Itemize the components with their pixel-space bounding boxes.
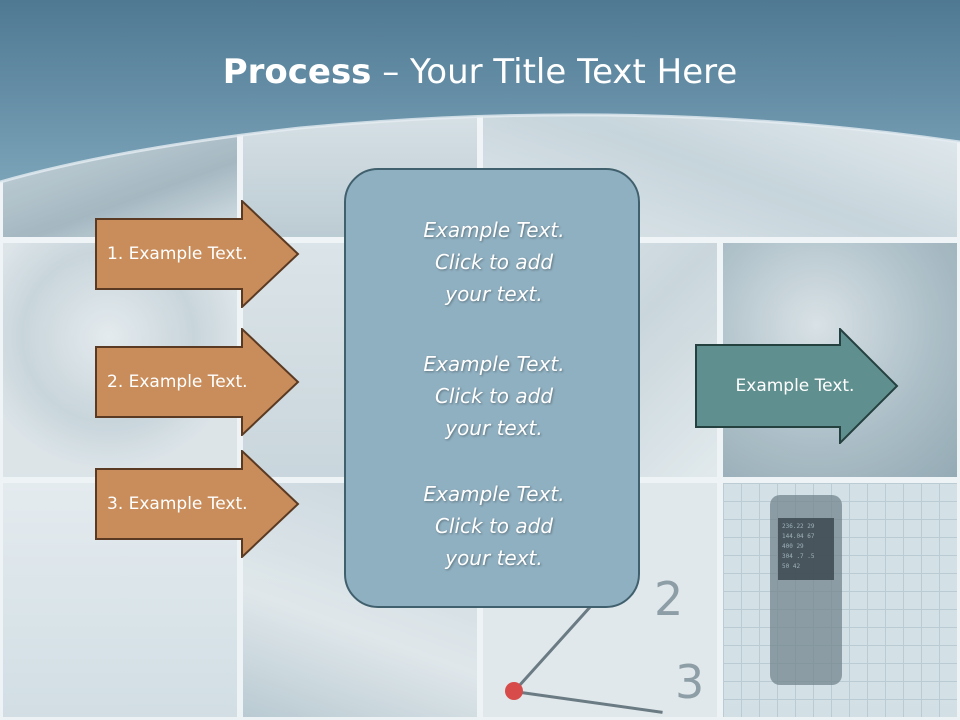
panel-line: Click to add [434,250,554,274]
step-arrow-1[interactable]: 1. Example Text. [95,200,300,308]
panel-line: your text. [445,282,543,306]
phone-readout-line: 400 29 [782,543,804,550]
panel-text-block-3[interactable]: Example Text. Click to add your text. [346,478,642,574]
phone-screen-shape [778,518,834,580]
arrow-right-shape [95,450,300,558]
panel-line: Example Text. [423,218,565,242]
output-arrow-label: Example Text. [735,376,855,396]
clock-number: 2 [654,572,684,626]
clock-center-dot [505,682,523,700]
phone-readout: 236.22 29 144.04 67 400 29 304 .7 .5 50 … [782,522,834,572]
panel-line: Click to add [434,514,554,538]
panel-line: Click to add [434,384,554,408]
header-shape [0,0,960,184]
arrow-right-shape [695,328,899,444]
panel-line: Example Text. [423,352,565,376]
panel-text-block-2[interactable]: Example Text. Click to add your text. [346,348,642,444]
step-arrow-label: 1. Example Text. [107,244,248,264]
step-arrow-label: 3. Example Text. [107,494,248,514]
phone-readout-line: 144.04 67 [782,533,815,540]
title-bold-word: Process [222,52,372,92]
phone-readout-line: 236.22 29 [782,523,815,530]
arrow-right-shape [95,328,300,436]
output-arrow[interactable]: Example Text. [695,328,900,444]
step-arrow-label: 2. Example Text. [107,372,248,392]
panel-text-block-1[interactable]: Example Text. Click to add your text. [346,214,642,310]
step-arrow-2[interactable]: 2. Example Text. [95,328,300,436]
arrow-right-shape [95,200,300,308]
title-rest: – Your Title Text Here [371,52,738,92]
slide-title[interactable]: Process – Your Title Text Here [0,52,960,92]
panel-line: your text. [445,416,543,440]
step-arrow-3[interactable]: 3. Example Text. [95,450,300,558]
phone-readout-line: 50 42 [782,563,801,570]
phone-readout-line: 304 .7 .5 [782,553,815,560]
panel-line: Example Text. [423,482,565,506]
panel-line: your text. [445,546,543,570]
clock-number: 3 [675,655,705,709]
title-header-band [0,0,960,200]
center-text-panel[interactable]: Example Text. Click to add your text. Ex… [344,168,640,608]
